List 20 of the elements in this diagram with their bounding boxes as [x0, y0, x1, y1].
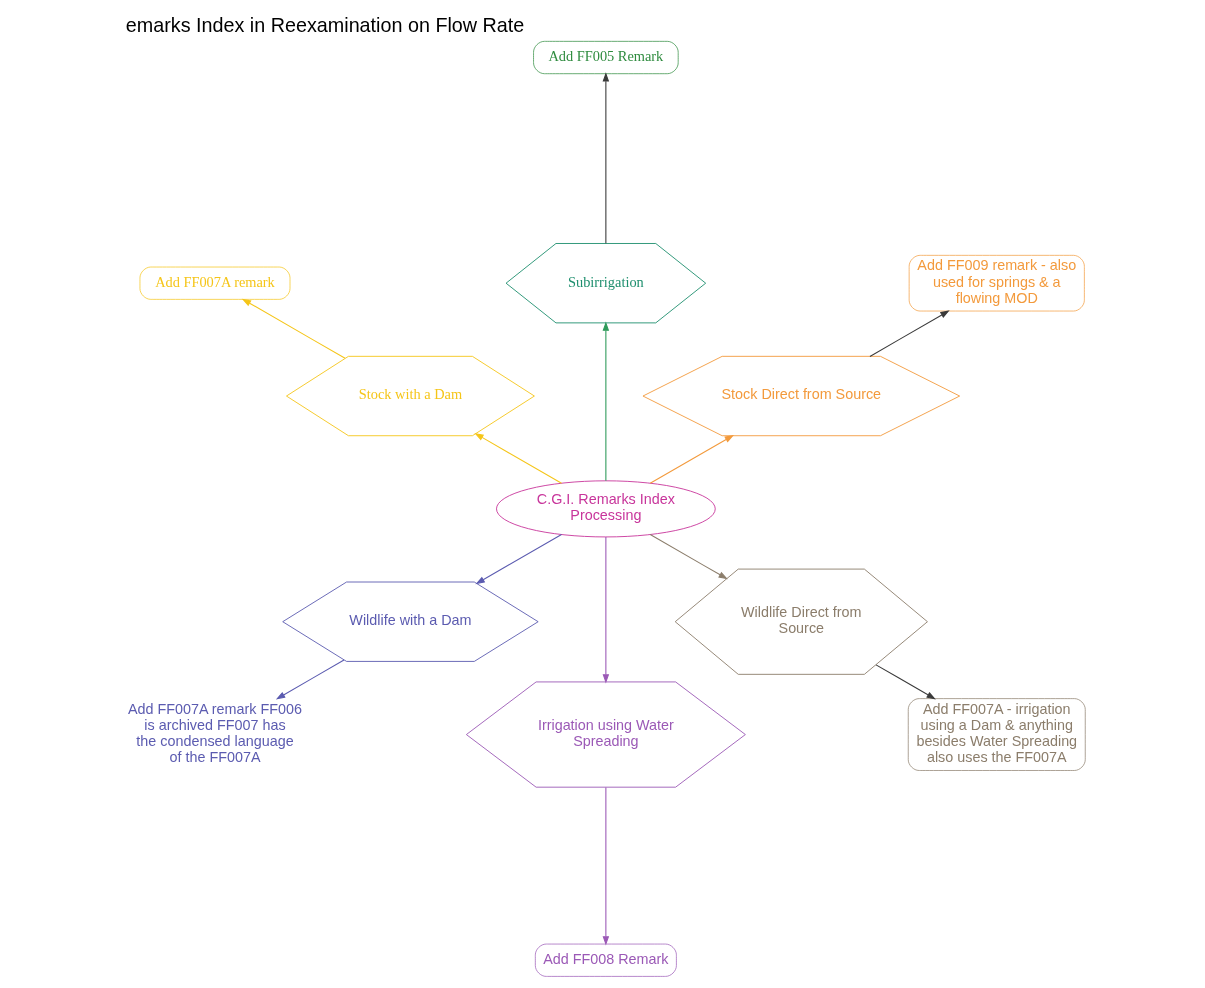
- arrow: [649, 533, 728, 579]
- arrow: [275, 659, 345, 699]
- arrow: [602, 320, 610, 481]
- node-box: Add FF005 Remark: [533, 40, 679, 74]
- arrow: [602, 71, 610, 244]
- arrow: [875, 663, 936, 699]
- node-text: Add FF007A remark FF006 is archived FF007 has the condensed language of the FF007A: [127, 700, 302, 765]
- arrow: [869, 309, 950, 357]
- node-box: Add FF007A remark: [139, 266, 291, 300]
- arrow: [602, 535, 610, 684]
- node-ellipse: C.G.I. Remarks Index Processing: [496, 479, 716, 537]
- arrow: [475, 533, 563, 584]
- arrow: [474, 432, 563, 484]
- diagram-title: emarks Index in Reexamination on Flow Rate: [125, 13, 525, 36]
- node-box: Add FF007A - irrigation using a Dam & anything besides Water Spreading also uses the FF007A: [907, 697, 1086, 771]
- node-box: Add FF009 remark - also used for springs & a flowing MOD: [908, 254, 1085, 311]
- arrow: [649, 434, 734, 484]
- node-box: Add FF008 Remark: [535, 943, 677, 977]
- arrow: [602, 786, 610, 946]
- arrow: [241, 298, 346, 359]
